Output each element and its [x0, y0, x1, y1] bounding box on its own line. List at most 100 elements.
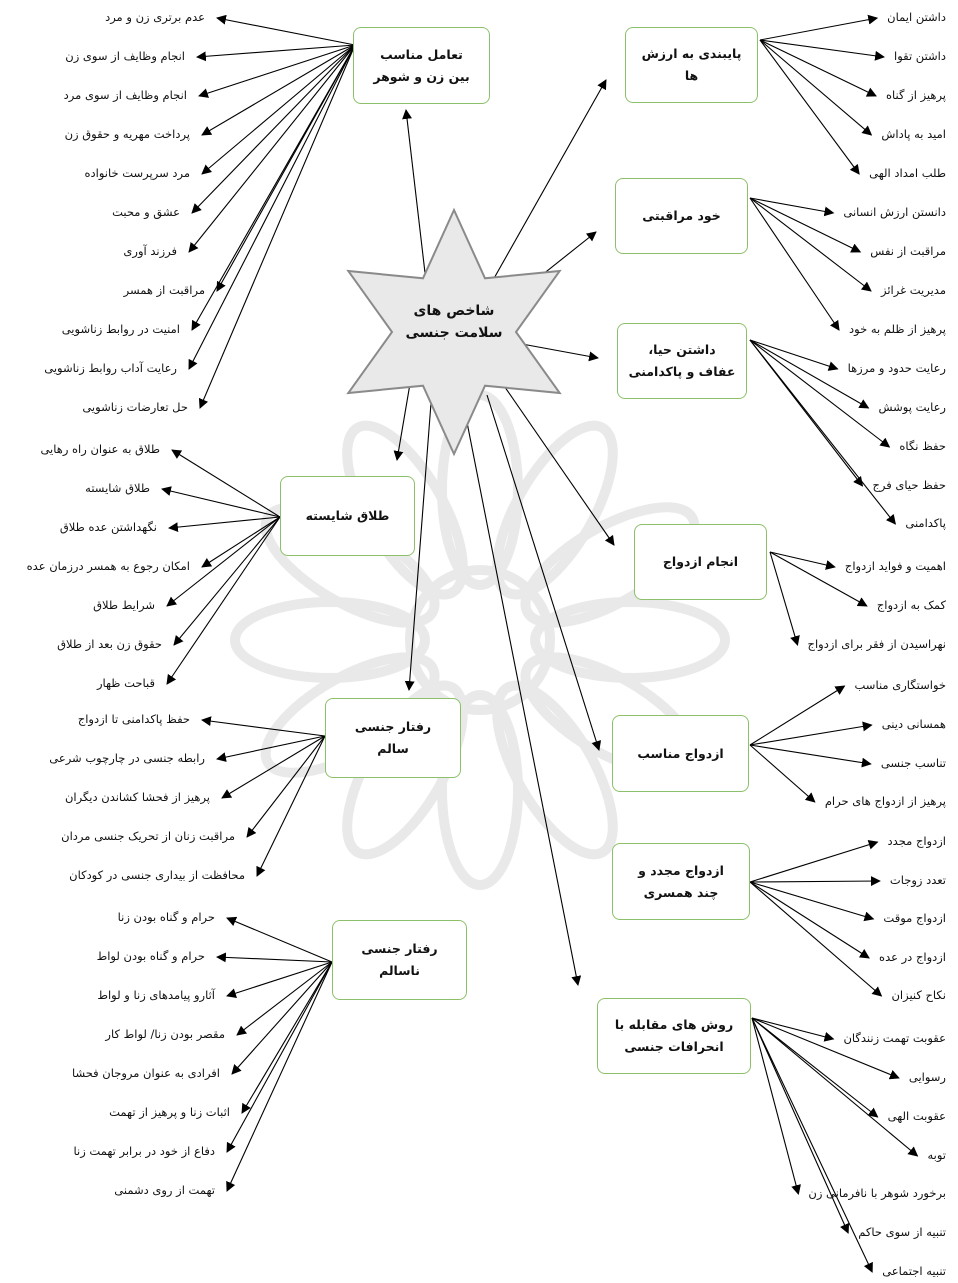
leaf-interaction-2: انجام وظایف از سوی مرد: [63, 88, 187, 102]
leaf-unhealthy-7: تهمت از روی دشمنی: [114, 1183, 215, 1197]
edge-self-care-3: [749, 197, 840, 331]
leaf-interaction-8: امنیت در روابط زناشویی: [61, 322, 180, 336]
leaf-divorce-4: شرایط طلاق: [93, 598, 155, 612]
leaf-divorce-5: حقوق زن بعد از طلاق: [57, 637, 162, 651]
leaf-interaction-4: مرد سرپرست خانواده: [84, 166, 191, 180]
edge-divorce-4: [166, 516, 281, 607]
leaf-proper-marriage-3: پرهیز از ازدواج های حرام: [824, 794, 946, 808]
edge-deviations-2: [751, 1017, 879, 1118]
edge-divorce-0: [171, 449, 281, 518]
edge-center-deviations: [462, 401, 582, 986]
edge-proper-marriage-2: [749, 744, 872, 768]
edge-healthy-4: [256, 735, 326, 877]
edge-divorce-1: [161, 486, 281, 518]
edge-interaction-8: [191, 44, 356, 331]
leaf-marriage-2: نهراسیدن از فقر برای ازدواج: [807, 637, 946, 651]
leaf-divorce-6: قباحت ظهار: [96, 676, 155, 690]
category-label-line1: طلاق شایسته: [305, 508, 390, 524]
edge-interaction-2: [198, 44, 356, 98]
leaf-proper-marriage-2: تناسب جنسی: [880, 756, 946, 770]
edge-unhealthy-4: [231, 961, 333, 1075]
leaf-deviations-3: توبه: [927, 1148, 946, 1162]
category-label-line1: ازدواج مجدد و: [638, 862, 724, 878]
category-label: خود مراقبتی: [642, 205, 720, 227]
leaf-deviations-2: عقوبت الهی: [887, 1109, 946, 1123]
leaf-divorce-3: امکان رجوع به همسر درزمان عده: [26, 559, 190, 573]
edge-values-3: [759, 39, 873, 136]
category-box-marriage: انجام ازدواج: [634, 524, 767, 600]
edge-proper-marriage-1: [749, 721, 873, 746]
leaf-self-care-2: مدیریت غرائز: [881, 283, 946, 297]
edge-center-marriage: [499, 379, 615, 546]
edge-unhealthy-0: [226, 916, 333, 963]
edge-remarriage-3: [749, 881, 870, 959]
leaf-unhealthy-5: اثبات زنا و پرهیز از تهمت: [109, 1105, 230, 1119]
edge-center-proper-marriage: [486, 394, 602, 751]
edge-healthy-0: [201, 716, 326, 737]
edge-unhealthy-6: [226, 961, 333, 1153]
category-label-line2: ها: [684, 68, 699, 83]
edge-self-care-0: [749, 197, 835, 217]
edge-unhealthy-7: [226, 961, 333, 1192]
edge-values-2: [759, 39, 877, 97]
edge-center-healthy: [404, 389, 433, 691]
edge-remarriage-4: [749, 881, 883, 997]
edge-deviations-5: [751, 1017, 850, 1234]
edge-divorce-3: [201, 516, 281, 568]
leaf-modesty-3: حفظ حیای فرج: [872, 478, 946, 492]
leaf-healthy-0: حفظ پاکدامنی تا ازدواج: [77, 712, 190, 726]
center-label-line1: شاخص های: [413, 303, 495, 319]
edge-deviations-0: [751, 1017, 835, 1042]
edge-marriage-0: [769, 551, 836, 570]
edge-center-modesty: [521, 343, 599, 362]
edge-deviations-3: [751, 1017, 919, 1157]
leaf-values-4: طلب امداد الهی: [869, 166, 946, 180]
category-label-line2: انحرافات جنسی: [624, 1039, 724, 1054]
edge-unhealthy-2: [226, 961, 333, 998]
category-label-line1: تعامل مناسب: [380, 46, 463, 62]
category-label-line1: روش های مقابله با: [614, 1017, 734, 1033]
leaf-healthy-3: مراقبت زنان از تحریک جنسی مردان: [61, 829, 235, 843]
edge-divorce-5: [173, 516, 281, 646]
edge-values-0: [759, 14, 879, 41]
leaf-self-care-3: پرهیز از ظلم به خود: [849, 322, 946, 336]
edge-interaction-3: [201, 44, 356, 136]
edge-self-care-1: [749, 197, 862, 253]
category-label: روش های مقابله با انحرافات جنسی: [615, 1014, 733, 1058]
leaf-self-care-1: مراقبت از نفس: [870, 244, 946, 258]
edge-unhealthy-5: [241, 961, 333, 1114]
leaf-divorce-0: طلاق به عنوان راه رهایی: [40, 442, 160, 456]
edge-healthy-2: [221, 735, 326, 799]
edge-divorce-6: [166, 516, 281, 685]
edge-remarriage-0: [749, 839, 879, 883]
leaf-remarriage-2: ازدواج موقت: [883, 911, 946, 925]
category-label: طلاق شایسته: [306, 505, 390, 527]
edge-interaction-6: [188, 44, 356, 253]
edge-unhealthy-1: [216, 952, 333, 963]
leaf-interaction-1: انجام وظایف از سوی زن: [65, 49, 185, 63]
category-label-line1: انجام ازدواج: [662, 554, 739, 570]
category-box-proper-marriage: ازدواج مناسب: [612, 715, 749, 792]
edge-interaction-1: [196, 44, 356, 62]
leaf-unhealthy-6: دفاع از خود در برابر تهمت زنا: [73, 1144, 216, 1158]
category-label: داشتن حیا،عفاف و پاکدامنی: [629, 339, 736, 383]
watermark-emblem: [230, 390, 730, 890]
leaf-modesty-2: حفظ نگاه: [899, 439, 946, 453]
leaf-unhealthy-2: آثارو پیامدهای زنا و لواط: [97, 988, 215, 1002]
edge-healthy-1: [216, 735, 326, 762]
leaf-modesty-1: رعایت پوشش: [878, 400, 946, 414]
leaf-interaction-5: عشق و محبت: [112, 205, 180, 219]
leaf-values-0: داشتن ایمان: [887, 10, 946, 24]
edge-interaction-9: [188, 44, 356, 370]
leaf-modesty-0: رعایت حدود و مرزها: [847, 361, 946, 375]
edge-modesty-4: [749, 339, 896, 525]
center-label-line2: سلامت جنسی: [405, 325, 503, 342]
leaf-interaction-9: رعایت آداب روابط زناشویی: [44, 361, 177, 375]
leaf-remarriage-3: ازدواج در عده: [879, 950, 946, 964]
